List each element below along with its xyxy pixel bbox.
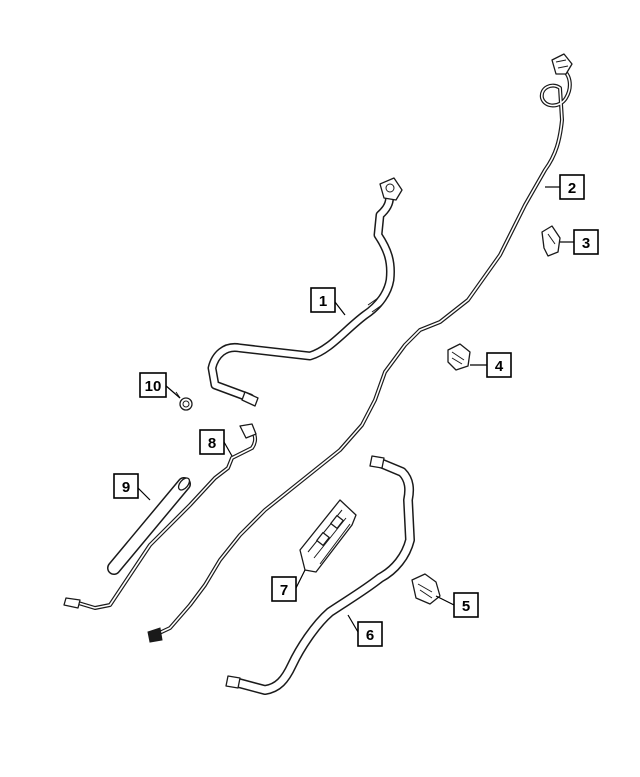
part-2-tube[interactable] — [147, 53, 573, 643]
callout-10-label: 10 — [145, 378, 162, 395]
leader-lines — [137, 186, 560, 633]
part-9-tube[interactable] — [107, 476, 192, 575]
callout-7-label: 7 — [280, 582, 288, 599]
part-4-clip[interactable] — [447, 343, 471, 371]
callout-4-label: 4 — [495, 358, 504, 375]
callout-9[interactable]: 9 — [113, 473, 139, 499]
callout-2-label: 2 — [568, 180, 576, 197]
callout-6[interactable]: 6 — [357, 621, 383, 647]
callout-5[interactable]: 5 — [453, 592, 479, 618]
callout-4[interactable]: 4 — [486, 352, 512, 378]
callout-5-label: 5 — [462, 598, 470, 615]
part-7-bracket[interactable] — [299, 499, 357, 573]
callout-3-label: 3 — [582, 235, 590, 252]
part-6-tube[interactable] — [225, 455, 415, 695]
callout-1[interactable]: 1 — [310, 287, 336, 313]
part-5-clip[interactable] — [411, 573, 441, 605]
callout-2[interactable]: 2 — [559, 174, 585, 200]
callout-1-label: 1 — [319, 293, 327, 310]
callout-9-label: 9 — [122, 479, 130, 496]
callout-6-label: 6 — [366, 627, 374, 644]
part-3-clip[interactable] — [541, 225, 574, 257]
callout-8-label: 8 — [208, 435, 216, 452]
part-1-tube[interactable] — [207, 177, 403, 407]
callout-10[interactable]: 10 — [139, 372, 167, 398]
callout-3[interactable]: 3 — [573, 229, 599, 255]
part-8-tube[interactable] — [63, 423, 258, 610]
part-10-clamp[interactable] — [175, 391, 193, 411]
callout-7[interactable]: 7 — [271, 576, 297, 602]
callout-8[interactable]: 8 — [199, 429, 225, 455]
